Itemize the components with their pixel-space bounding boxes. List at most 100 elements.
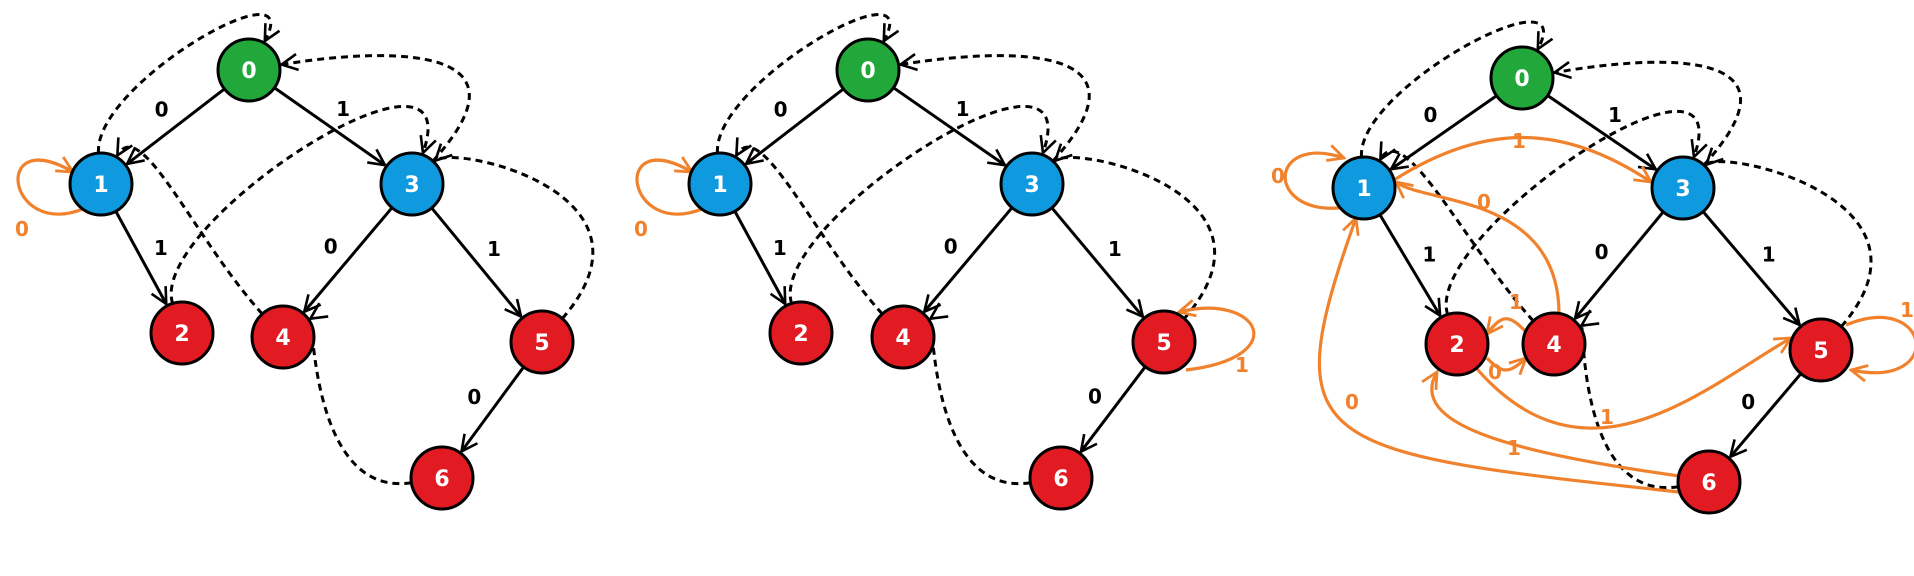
state-node-3: 3	[379, 151, 445, 217]
edge-1-2	[114, 210, 166, 304]
state-circle	[1131, 309, 1197, 375]
edge-label-3-4: 0	[324, 234, 338, 258]
transition-label-5-5: 1	[1235, 353, 1249, 377]
state-circle	[870, 304, 936, 370]
failure-edge-4-1	[117, 147, 264, 315]
failure-edge-4-1	[736, 147, 884, 315]
state-node-3: 3	[1650, 155, 1716, 221]
state-circle	[1521, 311, 1587, 377]
state-node-6: 6	[1676, 449, 1742, 515]
edge-3-5	[1701, 210, 1799, 325]
transition-label-5-5: 1	[1900, 298, 1914, 322]
failure-edge-1-0	[1360, 20, 1543, 158]
edge-3-5	[1050, 206, 1143, 317]
state-circle	[68, 151, 134, 217]
failure-edge-3-0	[282, 56, 471, 163]
edge-5-6	[1730, 372, 1803, 457]
edge-0-3	[273, 86, 385, 165]
state-node-5: 5	[1788, 317, 1854, 383]
transition-label-1-1: 0	[15, 217, 29, 241]
state-label: 1	[93, 173, 108, 198]
edge-3-4	[924, 206, 1014, 312]
state-circle	[835, 37, 901, 103]
edge-label-5-6: 0	[1088, 385, 1102, 409]
transition-6-1	[1317, 218, 1680, 494]
state-label: 6	[1053, 467, 1068, 492]
state-circle	[1676, 449, 1742, 515]
state-node-4: 4	[1521, 311, 1587, 377]
edge-1-2	[733, 210, 785, 304]
edge-3-4	[1575, 210, 1665, 319]
transition-2-4	[1485, 358, 1526, 370]
state-label: 4	[895, 326, 910, 351]
state-label: 0	[1514, 67, 1529, 92]
state-label: 2	[1449, 333, 1464, 358]
state-circle	[1489, 45, 1555, 111]
state-circle	[1331, 155, 1397, 221]
state-node-1: 1	[687, 151, 753, 217]
edge-label-3-5: 1	[487, 237, 501, 261]
state-label: 5	[1813, 339, 1828, 364]
edge-3-4	[304, 206, 394, 312]
failure-edge-5-3	[1055, 157, 1217, 320]
edge-label-0-3: 1	[336, 97, 350, 121]
state-circle	[1788, 317, 1854, 383]
edge-5-6	[1081, 365, 1147, 452]
state-label: 6	[1701, 471, 1716, 496]
edge-label-0-1: 0	[774, 98, 788, 122]
state-circle	[250, 304, 316, 370]
edge-label-0-1: 0	[1423, 103, 1437, 127]
state-circle	[379, 151, 445, 217]
transition-label-2-5: 1	[1600, 405, 1614, 429]
transition-5-5	[1179, 308, 1256, 372]
edge-label-0-3: 1	[956, 97, 970, 121]
state-node-2: 2	[149, 300, 215, 366]
transition-4-2	[1487, 319, 1528, 334]
state-label: 3	[404, 173, 419, 198]
state-label: 1	[712, 173, 727, 198]
edge-label-0-3: 1	[1608, 103, 1622, 127]
failure-edge-2-3	[788, 104, 1048, 304]
edge-label-5-6: 0	[467, 385, 481, 409]
edge-0-1	[1391, 94, 1498, 169]
transition-label-6-2: 1	[1507, 436, 1521, 460]
edge-label-0-1: 0	[155, 98, 169, 122]
state-label: 2	[174, 322, 189, 347]
failure-edge-6-4	[310, 319, 412, 485]
edge-5-6	[462, 366, 525, 451]
edge-label-3-4: 0	[1595, 240, 1609, 264]
edge-label-3-5: 1	[1108, 237, 1122, 261]
edge-0-3	[892, 86, 1004, 165]
transition-label-1-1: 0	[1271, 164, 1285, 188]
state-circle	[768, 300, 834, 366]
failure-edge-3-0	[1555, 60, 1742, 167]
state-node-4: 4	[250, 304, 316, 370]
state-circle	[1650, 155, 1716, 221]
state-label: 1	[1356, 177, 1371, 202]
state-node-0: 0	[1489, 45, 1555, 111]
failure-edge-2-3	[1444, 109, 1699, 315]
state-label: 0	[241, 59, 256, 84]
state-node-4: 4	[870, 304, 936, 370]
transition-1-1	[1283, 153, 1344, 210]
edge-label-1-2: 1	[1422, 243, 1436, 267]
transition-6-2	[1432, 372, 1680, 478]
failure-edge-3-0	[901, 56, 1091, 163]
transition-label-4-1: 0	[1477, 190, 1491, 214]
edge-3-5	[430, 206, 521, 317]
state-node-6: 6	[1028, 445, 1094, 511]
state-label: 5	[1156, 331, 1171, 356]
failure-edge-2-3	[169, 104, 428, 304]
edge-0-1	[127, 87, 226, 164]
transition-label-1-3: 1	[1512, 129, 1526, 153]
transition-1-1	[16, 160, 84, 216]
state-label: 2	[793, 322, 808, 347]
nodes: 0 1 3 2 4 5 6	[1331, 45, 1854, 515]
state-circle	[409, 445, 475, 511]
